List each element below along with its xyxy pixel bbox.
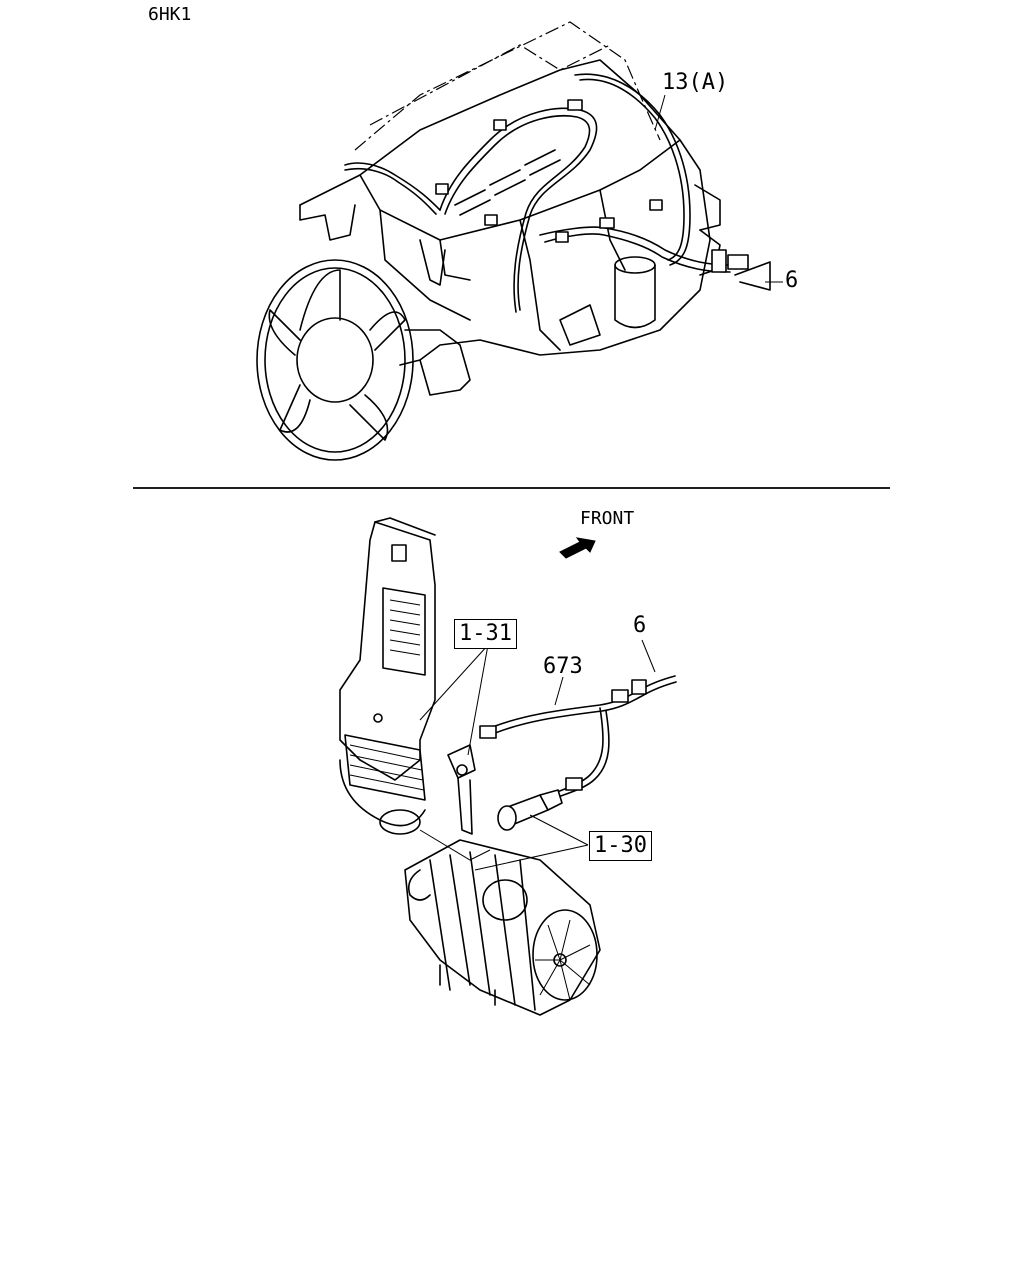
model-code-label: 6HK1 (148, 4, 192, 25)
callout-part-6-lower: 6 (633, 613, 647, 638)
callout-ref-1-30: 1-30 (589, 831, 652, 861)
callout-ref-1-31: 1-31 (454, 619, 517, 649)
front-direction-label: FRONT (580, 508, 635, 529)
air-duct-illustration (339, 517, 436, 835)
engine-illustration (256, 21, 783, 461)
air-cleaner-illustration (404, 839, 601, 1016)
sensor-harness-illustration (419, 639, 677, 871)
callout-harness-13a: 13(A) (662, 70, 729, 95)
callout-part-673: 673 (543, 654, 583, 679)
callout-part-6-upper: 6 (785, 268, 799, 293)
front-arrow-icon (559, 537, 596, 559)
